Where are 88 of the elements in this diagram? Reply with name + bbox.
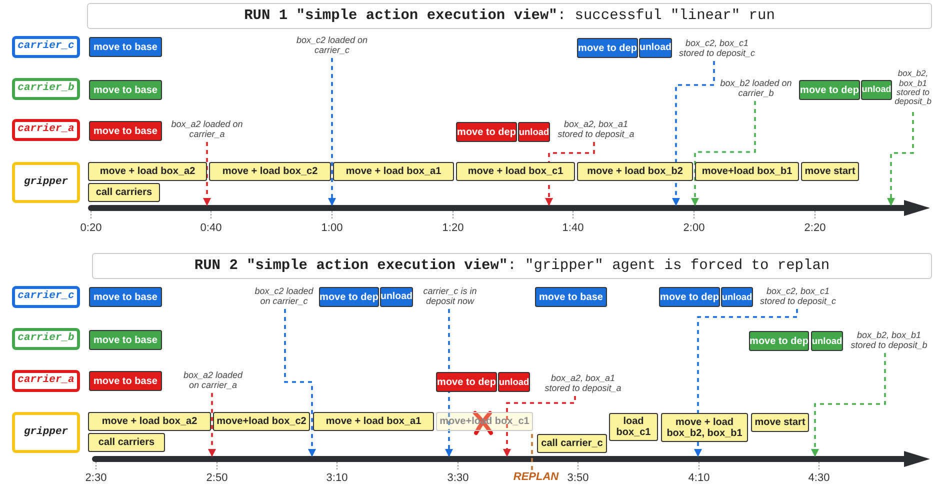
task-bar: move + load box_b2 (577, 162, 693, 181)
task-bar: move+load box_b1 (695, 162, 799, 181)
tick-label: 1:00 (321, 222, 343, 234)
task-bar: call carrier_c (537, 434, 607, 453)
task-bar: move to dep (319, 287, 379, 307)
title-banner: RUN 1 "simple action execution view": successful "linear" run (87, 3, 932, 29)
task-bar: move + load box_c1 (456, 162, 575, 181)
leader-line (208, 393, 216, 457)
task-bar: move to base (89, 330, 162, 350)
agent-label: carrier_a (12, 119, 80, 141)
time-axis (88, 200, 930, 220)
agent-label: carrier_a (12, 370, 80, 392)
task-bar: move+load box_c2 (213, 412, 310, 431)
task-bar: move + load box_a2 (88, 412, 211, 431)
leader-line (531, 431, 533, 470)
tick-label: 2:30 (85, 472, 107, 484)
tick-label: 4:10 (688, 472, 710, 484)
annotation-note: box_c2 loaded on carrier_c (252, 284, 316, 309)
task-bar: move to dep (436, 372, 497, 392)
task-bar: move to dep (659, 287, 720, 307)
tick-label: 3:10 (326, 472, 348, 484)
leader-line (445, 309, 453, 457)
leader-line (887, 112, 914, 206)
task-bar: unload (861, 80, 892, 100)
task-bar: move to base (89, 371, 162, 391)
annotation-note: box_a2 loaded on carrier_a (170, 117, 244, 142)
task-bar: move to dep (456, 122, 517, 142)
task-bar: move + load box_a2 (88, 162, 207, 181)
title-banner: RUN 2 "simple action execution view": "gripper" agent is forced to replan (92, 253, 932, 279)
leader-line (284, 309, 316, 457)
tick-label: 3:50 (567, 472, 589, 484)
agent-label: carrier_c (12, 286, 80, 308)
time-axis (92, 451, 930, 472)
leader-line (811, 353, 886, 457)
annotation-note: box_c2, box_c1 stored to deposit_c (755, 284, 841, 309)
task-bar: move start (751, 413, 809, 432)
task-bar: move + load box_c2 (209, 162, 331, 181)
agent-label: gripper (12, 412, 80, 453)
annotation-note: box_a2, box_a1 stored to deposit_a (541, 371, 625, 396)
task-bar: move to dep (799, 80, 860, 100)
task-bar: move + load box_b2, box_b1 (661, 413, 748, 442)
annotation-note: box_b2 loaded on carrier_b (718, 76, 794, 101)
task-bar: unload (721, 287, 753, 307)
tick-label: 3:30 (447, 472, 469, 484)
tick-label: 2:00 (683, 222, 705, 234)
agent-label: carrier_b (12, 328, 80, 350)
task-bar: move + load box_a1 (333, 162, 454, 181)
tick-label: 2:50 (206, 472, 228, 484)
task-bar: move to base (89, 121, 162, 141)
tick-label: 4:30 (808, 472, 830, 484)
tick-label: 1:20 (442, 222, 464, 234)
annotation-note: box_b2, box_b1 stored to deposit_b (845, 328, 933, 353)
annotation-note: box_c2 loaded on carrier_c (294, 33, 370, 58)
task-bar: move + load box_a1 (313, 412, 434, 431)
annotation-note: box_c2, box_c1 stored to deposit_c (674, 36, 760, 61)
tick-label: 0:20 (80, 222, 102, 234)
agent-label: gripper (12, 162, 80, 203)
leader-line (672, 61, 715, 206)
task-bar: unload (380, 287, 413, 307)
leader-line (691, 101, 756, 206)
task-bar: move to base (535, 287, 607, 307)
leader-line (328, 58, 336, 206)
task-bar: call carriers (88, 433, 165, 452)
annotation-note: carrier_c is in deposit now (416, 284, 484, 309)
agent-label: carrier_b (12, 78, 80, 100)
task-bar: move to base (89, 37, 162, 57)
task-bar: load box_c1 (609, 413, 658, 441)
task-bar: unload (639, 38, 672, 58)
leader-line (203, 142, 211, 206)
leader-line (503, 396, 576, 457)
task-bar: unload (811, 331, 843, 351)
tick-label: 1:40 (562, 222, 584, 234)
task-bar: move to base (89, 287, 162, 307)
agent-label: carrier_c (12, 36, 80, 58)
task-bar: move start (801, 162, 859, 181)
tick-label: 2:20 (804, 222, 826, 234)
task-bar: move to base (89, 80, 162, 100)
task-bar: unload (498, 372, 530, 392)
task-bar: call carriers (88, 183, 160, 202)
replan-label: REPLAN (512, 470, 560, 484)
task-bar: move to dep (749, 331, 809, 351)
leader-line (694, 309, 798, 457)
annotation-note: box_a2 loaded on carrier_a (178, 368, 248, 393)
tick-label: 0:40 (200, 222, 222, 234)
task-bar: move to dep (577, 38, 638, 58)
annotation-note: box_b2, box_b1 stored to deposit_b (892, 64, 934, 112)
annotation-note: box_a2, box_a1 stored to deposit_a (553, 117, 639, 142)
task-bar: unload (518, 122, 550, 142)
